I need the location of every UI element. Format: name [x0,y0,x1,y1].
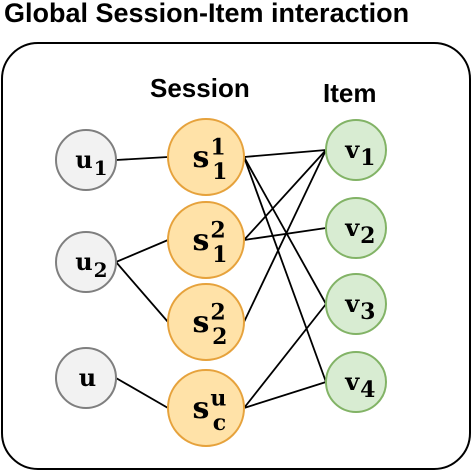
user-node-2: u2 [55,231,117,293]
session-item-edge [243,381,327,409]
session-item-edge [243,156,327,383]
item-node-3: v3 [325,273,387,335]
item-node-1: v1 [325,119,387,181]
item-node-3-label: v3 [344,289,375,325]
diagram-title: Global Session-Item interaction [4,0,410,28]
session-node-3-circle [167,283,245,361]
session-item-edge [243,303,327,409]
user-node-2-label: u2 [75,247,107,282]
session-column-header: Session [150,73,250,103]
item-node-1-label: v1 [344,135,375,171]
edges-layer [115,149,327,409]
item-column-header: Item [323,78,377,108]
item-node-1-circle [325,119,387,181]
user-node-3-circle [55,347,117,409]
session-item-edge [243,149,327,241]
session-item-edge [243,156,327,305]
item-node-3-circle [325,273,387,335]
user-session-edge [115,239,169,263]
user-node-3-label: u [79,363,96,392]
session-item-edge [243,149,327,158]
session-node-4-circle [167,369,245,447]
item-node-2-label: v2 [344,213,375,249]
session-item-edge [243,149,327,323]
user-node-1-circle [55,129,117,191]
item-node-4-circle [325,351,387,413]
user-session-edge [115,156,169,161]
user-node-3: u [55,347,117,409]
item-node-2: v2 [325,197,387,259]
user-node-1-label: u1 [75,145,107,180]
session-node-2-circle [167,201,245,279]
item-node-2-circle [325,197,387,259]
item-node-4: v4 [325,351,387,413]
session-node-1-circle [167,118,245,196]
user-node-2-circle [55,231,117,293]
diagram-frame [1,42,471,470]
item-node-4-label: v4 [344,367,375,403]
user-session-edge [115,261,169,323]
user-node-1: u1 [55,129,117,191]
user-session-edge [115,377,169,409]
